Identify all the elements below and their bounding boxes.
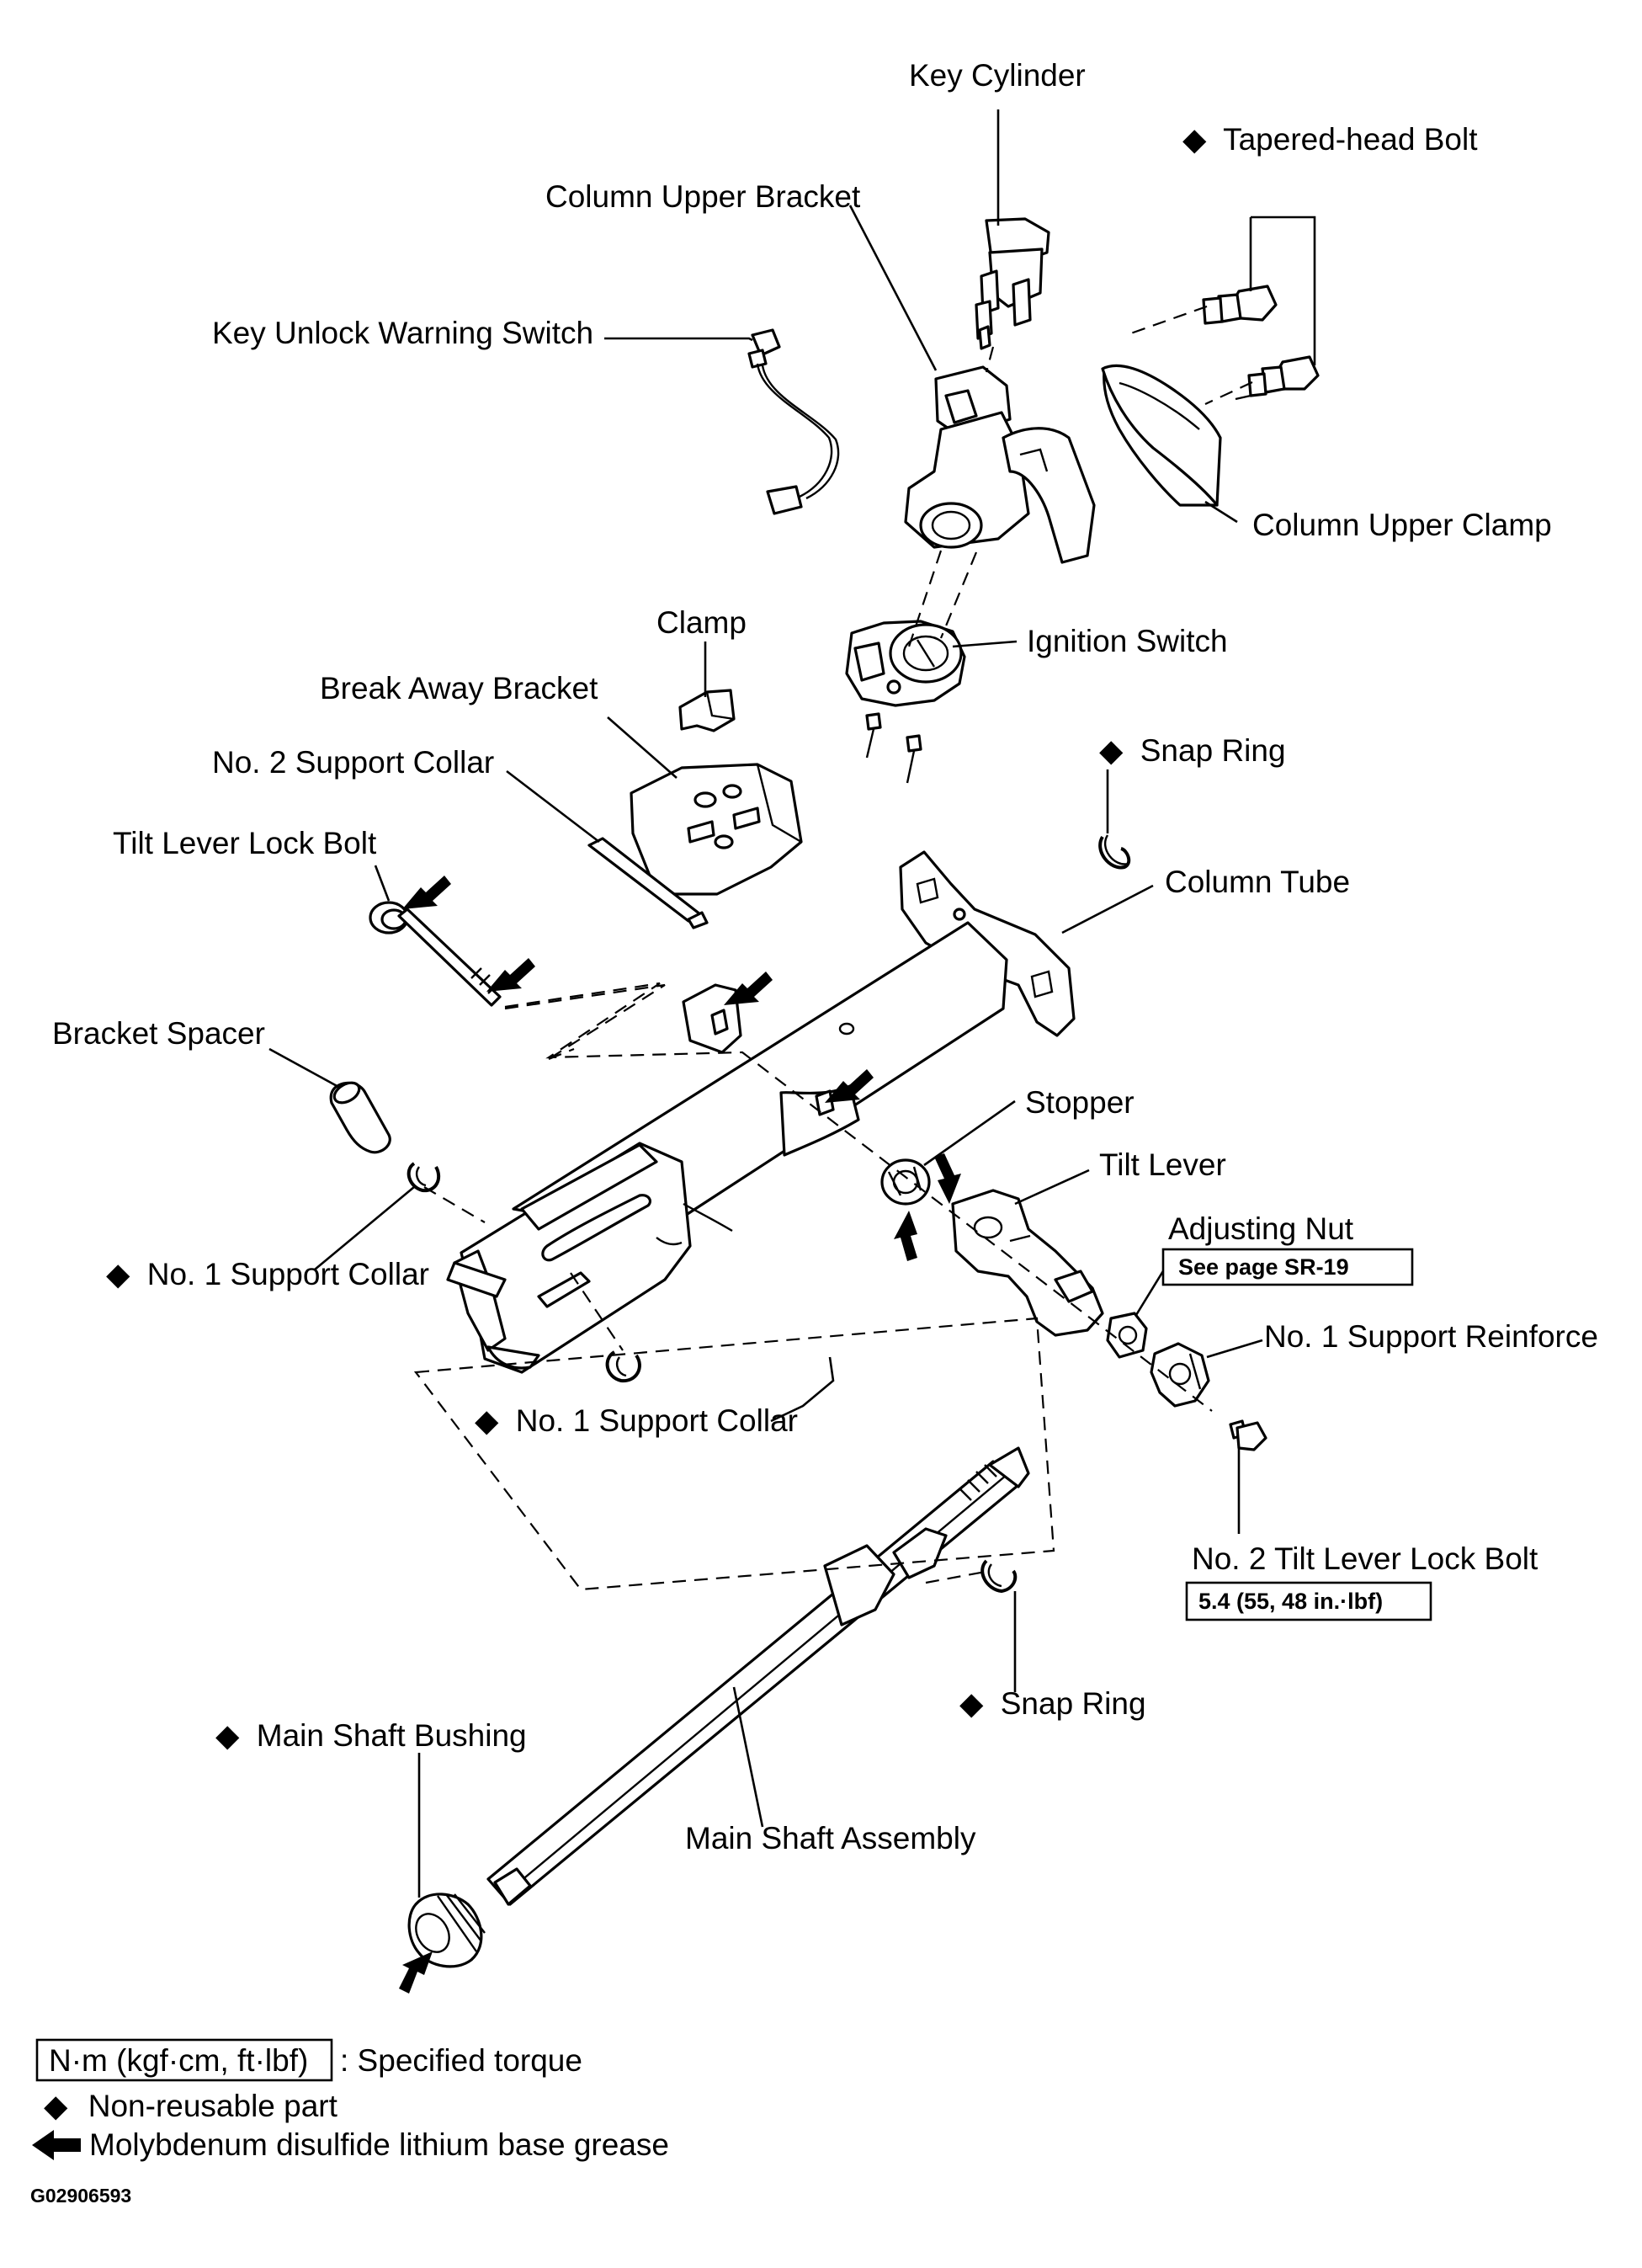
bracket-spacer-part xyxy=(329,1081,391,1154)
non-reusable-diamond-icon: ◆ xyxy=(959,1686,984,1721)
non-reusable-diamond-icon: ◆ xyxy=(215,1718,240,1753)
legend: N·m (kgf·cm, ft·lbf) : Specified torque … xyxy=(30,2038,669,2207)
non-reusable-diamond-icon: ◆ xyxy=(475,1403,499,1438)
label-column-upper-clamp: Column Upper Clamp xyxy=(1252,508,1552,542)
label-tilt-lever-lock-bolt: Tilt Lever Lock Bolt xyxy=(113,826,377,860)
label-break-away-bracket: Break Away Bracket xyxy=(320,671,598,705)
label-tilt-lever: Tilt Lever xyxy=(1099,1147,1226,1182)
stopper-part xyxy=(880,1158,931,1206)
non-reusable-diamond-icon: ◆ xyxy=(1099,733,1124,768)
tapered-head-bolt-part xyxy=(1202,285,1320,401)
adjusting-nut-reference-text: See page SR-19 xyxy=(1178,1254,1349,1280)
label-main-shaft-bushing: ◆ Main Shaft Bushing xyxy=(215,1718,527,1753)
label-clamp: Clamp xyxy=(656,605,747,640)
label-main-shaft-assembly: Main Shaft Assembly xyxy=(685,1821,976,1855)
adjusting-nut-reference-box xyxy=(1161,1248,1414,1286)
main-shaft-bushing-part xyxy=(407,1893,486,1968)
label-key-unlock-warning-switch: Key Unlock Warning Switch xyxy=(212,316,593,350)
key-cylinder-part xyxy=(975,217,1050,350)
grease-arrows xyxy=(399,876,961,1994)
legend-grease: Molybdenum disulfide lithium base grease xyxy=(89,2127,669,2162)
clamp-part xyxy=(678,689,736,732)
no1-support-reinforce-part xyxy=(1150,1342,1210,1408)
label-column-upper-bracket: Column Upper Bracket xyxy=(545,179,861,214)
label-no1-support-collar-left: ◆ No. 1 Support Collar xyxy=(106,1257,429,1291)
legend-torque-box-text: N·m (kgf·cm, ft·lbf) xyxy=(49,2043,308,2078)
assembly-alignment-lines xyxy=(413,305,1253,1591)
legend-torque-box xyxy=(35,2038,333,2082)
non-reusable-diamond-icon: ◆ xyxy=(106,1257,130,1291)
label-no2-support-collar: No. 2 Support Collar xyxy=(212,745,494,780)
tilt-lever-lock-bolt-part xyxy=(369,901,502,1007)
no2-tilt-lever-lock-bolt-part xyxy=(1229,1419,1267,1451)
column-tube-part xyxy=(446,850,1076,1374)
label-key-cylinder: Key Cylinder xyxy=(909,58,1086,93)
key-unlock-warning-switch-part xyxy=(747,328,840,515)
label-column-tube: Column Tube xyxy=(1165,865,1350,899)
main-shaft-assembly-part xyxy=(486,1446,1030,1906)
label-no2-tilt-lever-lock-bolt: No. 2 Tilt Lever Lock Bolt xyxy=(1192,1541,1538,1576)
non-reusable-diamond-icon: ◆ xyxy=(1182,122,1207,157)
grease-arrow-icon xyxy=(32,2130,81,2160)
label-bracket-spacer: Bracket Spacer xyxy=(52,1016,265,1051)
label-snap-ring-lower: ◆ Snap Ring xyxy=(959,1686,1146,1721)
label-ignition-switch: Ignition Switch xyxy=(1027,624,1228,658)
label-no1-support-collar-mid: ◆ No. 1 Support Collar xyxy=(475,1403,798,1438)
label-snap-ring-upper: ◆ Snap Ring xyxy=(1099,733,1286,768)
label-tapered-head-bolt: ◆ Tapered-head Bolt xyxy=(1182,122,1478,157)
adjusting-nut-part xyxy=(1106,1312,1148,1359)
ignition-switch-part xyxy=(845,620,966,784)
legend-non-reusable: ◆ Non-reusable part xyxy=(44,2089,338,2123)
non-reusable-diamond-icon: ◆ xyxy=(44,2089,68,2123)
lock-bolt-torque-text: 5.4 (55, 48 in.·lbf) xyxy=(1198,1589,1383,1614)
callout-labels: Key Cylinder ◆ Tapered-head Bolt Column … xyxy=(52,58,1598,1855)
label-stopper: Stopper xyxy=(1025,1085,1135,1120)
column-upper-clamp-part xyxy=(1101,364,1222,507)
diagram-code: G02906593 xyxy=(30,2185,131,2207)
legend-torque-text: : Specified torque xyxy=(340,2043,582,2078)
snap-ring-lower-part xyxy=(980,1559,1018,1594)
column-upper-bracket-part xyxy=(904,365,1096,564)
lock-bolt-torque-box xyxy=(1185,1581,1432,1621)
label-adjusting-nut: Adjusting Nut xyxy=(1168,1211,1354,1246)
label-no1-support-reinforce: No. 1 Support Reinforce xyxy=(1264,1319,1598,1354)
snap-ring-upper-part xyxy=(1098,834,1131,870)
no1-support-collar-left-part xyxy=(407,1162,441,1193)
tilt-lever-part xyxy=(951,1189,1104,1337)
break-away-bracket-part xyxy=(630,763,803,896)
no1-support-collar-mid-part xyxy=(605,1350,641,1383)
